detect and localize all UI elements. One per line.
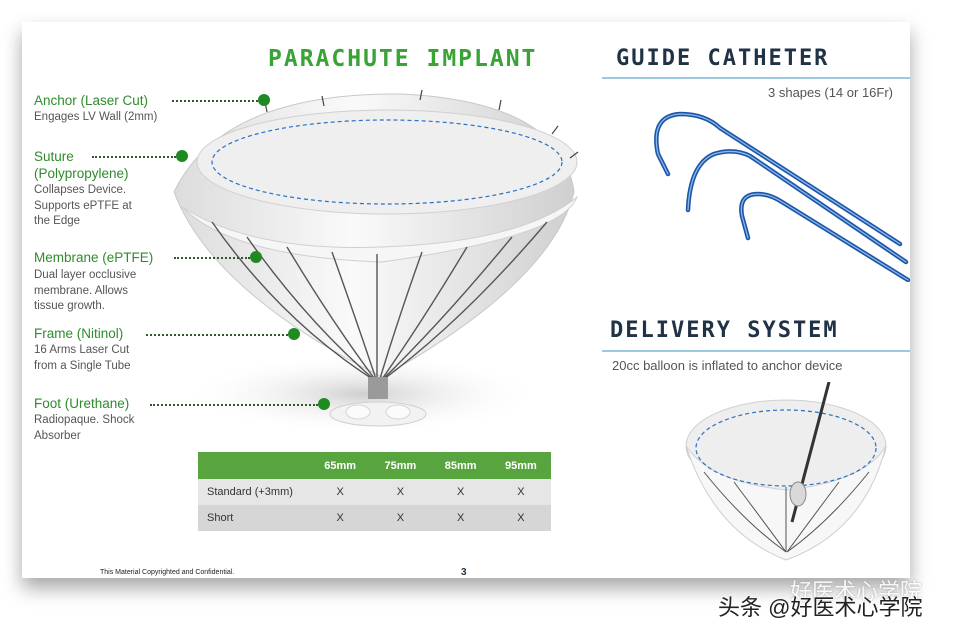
brochure-page: PARACHUTE IMPLANT Anchor (Laser Cut) Eng… — [22, 22, 910, 578]
anchor-leader — [172, 100, 258, 102]
guide-catheter-image — [654, 111, 910, 282]
suture-label: Suture — [34, 149, 74, 164]
suture-leader — [92, 156, 176, 158]
delivery-system-rule — [602, 350, 910, 352]
frame-label: Frame (Nitinol) — [34, 326, 124, 341]
table-cell: X — [490, 505, 551, 531]
table-cell: X — [370, 505, 431, 531]
membrane-label: Membrane (ePTFE) — [34, 250, 154, 265]
guide-catheter-caption: 3 shapes (14 or 16Fr) — [768, 85, 894, 100]
delivery-system-image — [685, 382, 887, 561]
table-cell: Standard (+3mm) — [198, 479, 310, 505]
foot-leader — [150, 404, 318, 406]
table-header-cell: 85mm — [430, 452, 491, 479]
watermark: 头条 @好医术心学院 — [718, 595, 923, 620]
anchor-label: Anchor (Laser Cut) — [34, 93, 149, 108]
table-cell: X — [430, 479, 491, 505]
table-header-cell — [198, 452, 310, 479]
delivery-system-caption: 20cc balloon is inflated to anchor devic… — [612, 358, 843, 373]
anchor-desc: Engages LV Wall (2mm) — [34, 111, 158, 123]
size-table: 65mm 75mm 85mm 95mm Standard (+3mm) X X … — [198, 452, 551, 531]
table-cell: X — [310, 479, 371, 505]
table-cell: Short — [198, 505, 310, 531]
guide-catheter-title: GUIDE CATHETER — [616, 46, 830, 71]
table-header-row: 65mm 75mm 85mm 95mm — [198, 452, 551, 479]
membrane-dot — [250, 251, 262, 263]
suture-dot — [176, 150, 188, 162]
table-cell: X — [310, 505, 371, 531]
guide-catheter-rule — [602, 77, 910, 79]
table-cell: X — [370, 479, 431, 505]
page-number: 3 — [461, 567, 467, 578]
foot-label: Foot (Urethane) — [34, 396, 130, 411]
anchor-dot — [258, 94, 270, 106]
table-header-cell: 65mm — [310, 452, 371, 479]
delivery-system-title: DELIVERY SYSTEM — [610, 318, 839, 343]
table-row: Standard (+3mm) X X X X — [198, 479, 551, 505]
membrane-leader — [174, 257, 250, 259]
frame-leader — [146, 334, 288, 336]
table-header-cell: 75mm — [370, 452, 431, 479]
copyright-footer: This Material Copyrighted and Confidenti… — [100, 569, 235, 576]
foot-dot — [318, 398, 330, 410]
parachute-implant-image — [173, 89, 579, 434]
table-header-cell: 95mm — [490, 452, 551, 479]
frame-dot — [288, 328, 300, 340]
table-cell: X — [430, 505, 491, 531]
table-cell: X — [490, 479, 551, 505]
suture-label-material: (Polypropylene) — [34, 166, 129, 181]
table-row: Short X X X X — [198, 505, 551, 531]
watermark-overlay: 好医术心学院 — [790, 579, 923, 604]
parachute-implant-title: PARACHUTE IMPLANT — [268, 46, 538, 72]
